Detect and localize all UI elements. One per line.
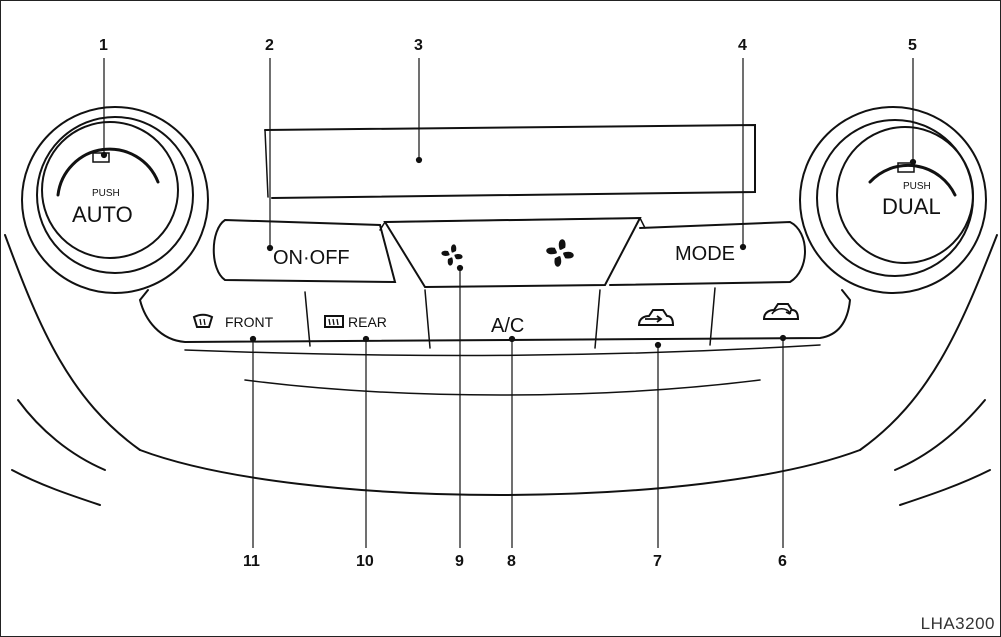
dashboard-lower-curve — [139, 449, 861, 496]
dashboard-outline-left — [4, 234, 141, 451]
dual-indicator-lamp — [897, 162, 915, 173]
dual-button-label: DUAL — [882, 194, 941, 219]
callout-11: 11 — [243, 553, 260, 570]
rear-defroster-icon — [324, 315, 344, 328]
fan-low-icon — [441, 244, 463, 266]
on-off-button-outline — [212, 219, 397, 284]
lower-row-bottom-edge — [184, 344, 821, 357]
callout-3: 3 — [414, 37, 423, 54]
on-off-button-label[interactable]: ON·OFF — [273, 247, 350, 269]
rear-defroster-label[interactable]: REAR — [348, 314, 387, 330]
callout-2: 2 — [265, 37, 274, 54]
recirculation-icon — [762, 303, 800, 320]
auto-button-label: AUTO — [72, 202, 133, 227]
fan-button-top-edge — [379, 217, 646, 231]
fan-button-outline — [383, 216, 642, 289]
auto-dial-middle-ring — [36, 116, 194, 274]
dual-push-label: PUSH — [903, 181, 931, 192]
callout-1: 1 — [99, 37, 108, 54]
dashboard-outline-right — [859, 234, 998, 451]
callout-5: 5 — [908, 37, 917, 54]
mode-button-label[interactable]: MODE — [675, 243, 735, 265]
fan-high-icon — [546, 239, 574, 267]
lower-row-outline — [138, 289, 852, 344]
dashboard-lower-curve-inner — [244, 379, 761, 396]
auto-dial-outer-ring — [21, 106, 209, 294]
front-defroster-icon — [192, 313, 214, 328]
right-edge-accent-2 — [899, 469, 991, 506]
right-edge-accent-1 — [894, 399, 986, 471]
dual-dial-outer-ring — [799, 106, 987, 294]
dual-dial-knob[interactable] — [836, 126, 974, 264]
callout-10: 10 — [356, 553, 374, 570]
auto-dial-knob[interactable] — [41, 121, 179, 259]
left-edge-accent-2 — [11, 469, 101, 506]
dual-dial-arc — [868, 163, 957, 197]
callout-6: 6 — [778, 553, 787, 570]
mode-button-outline — [609, 220, 806, 286]
callout-4: 4 — [738, 37, 747, 54]
figure-id: LHA3200 — [920, 614, 995, 633]
outside-air-icon — [637, 309, 675, 326]
ac-button-label[interactable]: A/C — [491, 315, 524, 337]
auto-push-label: PUSH — [92, 188, 120, 199]
auto-indicator-lamp — [92, 152, 110, 163]
auto-dial-arc — [56, 147, 160, 197]
callout-7: 7 — [653, 553, 662, 570]
display-screen — [264, 123, 756, 199]
left-edge-accent-1 — [17, 399, 106, 471]
front-defroster-label[interactable]: FRONT — [225, 314, 274, 330]
callout-9: 9 — [455, 553, 464, 570]
callout-8: 8 — [507, 553, 516, 570]
